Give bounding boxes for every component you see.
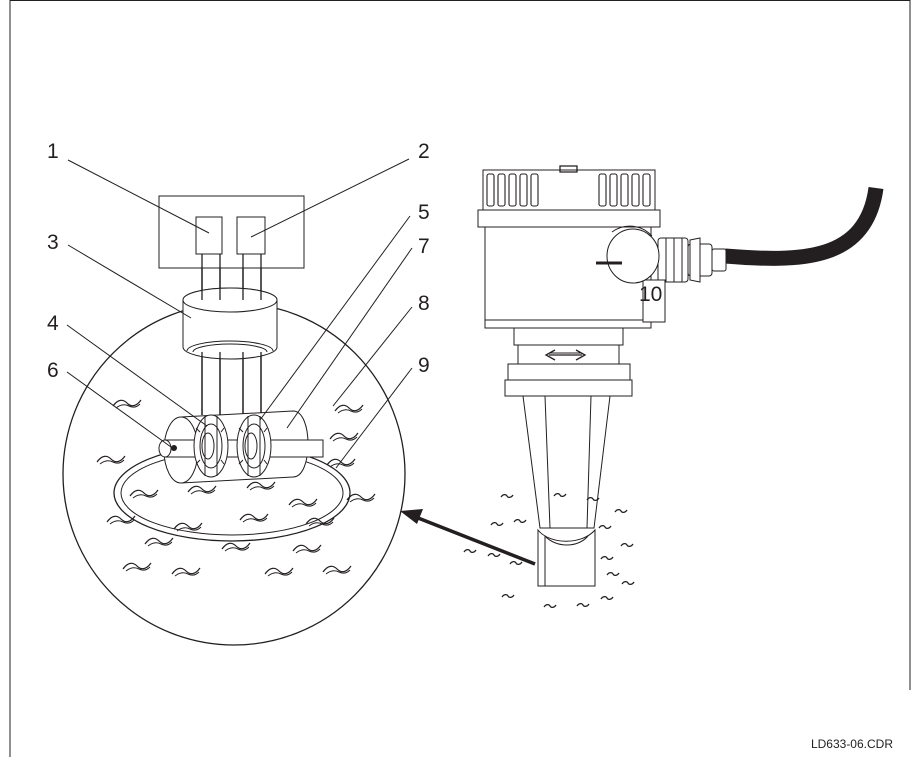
electronics-box: [158, 195, 305, 300]
callout-3: 3: [47, 231, 59, 254]
callout-8: 8: [418, 292, 430, 315]
callout-4: 4: [47, 312, 59, 335]
callout-5: 5: [418, 201, 430, 224]
magnified-detail: [62, 262, 406, 646]
housing-body: [484, 225, 666, 329]
file-reference: LD633-06.CDR: [811, 737, 893, 751]
magnify-pointer-arrow: [400, 509, 536, 566]
receiver-block: [236, 216, 266, 255]
callout-1: 1: [47, 140, 59, 163]
callout-6: 6: [47, 359, 59, 382]
excitation-coil: [193, 414, 229, 478]
housing-lid: [477, 165, 661, 228]
probe-sensor-head: [537, 528, 596, 587]
housing-neck: [504, 327, 633, 397]
lid-grip-ribs: [486, 173, 651, 207]
callout-7: 7: [418, 235, 430, 258]
callout-10: 10: [639, 283, 662, 306]
leader-lines: [66, 158, 413, 469]
page-border: [9, 0, 911, 757]
receiving-coil: [236, 414, 272, 478]
cable-gland: [657, 237, 727, 283]
double-arrow-icon: [544, 349, 587, 361]
probe-stem: [522, 395, 611, 529]
transmitter: 10: [463, 165, 884, 609]
electronics-housing: [158, 195, 305, 269]
signal-cable: [724, 186, 884, 266]
oscillator-block: [195, 216, 223, 255]
shield-sleeve: [182, 287, 278, 415]
callout-labels: 1 2 3 5 7 4 8 6 9: [47, 140, 430, 382]
callout-9: 9: [418, 354, 430, 377]
callout-2: 2: [418, 140, 430, 163]
